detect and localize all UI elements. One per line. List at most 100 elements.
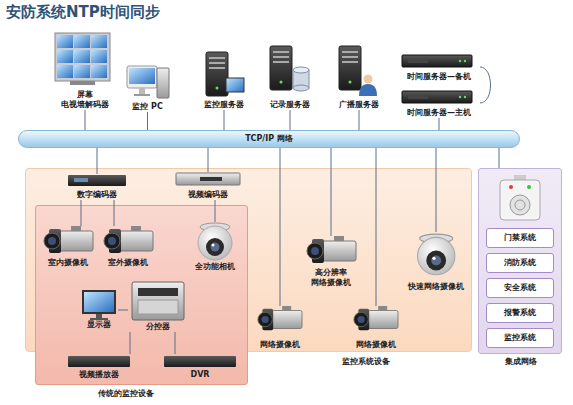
db-body bbox=[293, 70, 309, 88]
wall-screen bbox=[57, 35, 73, 48]
node-label: 网络摄像机 bbox=[330, 340, 422, 350]
wall-screen bbox=[74, 65, 90, 78]
label-group: 安全系统 bbox=[487, 279, 553, 297]
label-group: 监控 PC bbox=[103, 102, 192, 112]
db-top bbox=[293, 67, 309, 73]
label-group: 视频播放器 bbox=[44, 370, 154, 380]
network-link bbox=[359, 110, 360, 130]
label-group: TCP/IP 网络 bbox=[19, 131, 519, 147]
wall-screen bbox=[74, 50, 90, 63]
device-node: 屏幕电视墙解码器 bbox=[50, 33, 120, 110]
time-server-icon bbox=[402, 91, 472, 103]
label-group: 网络摄像机 bbox=[234, 340, 326, 350]
device-node: DVR bbox=[162, 354, 238, 380]
pc-monitor bbox=[127, 66, 157, 88]
pc-foot bbox=[134, 94, 150, 96]
server-monitor bbox=[226, 78, 244, 92]
network-link bbox=[499, 148, 500, 168]
node-label: 安全系统 bbox=[504, 283, 536, 293]
node-label: 分控器 bbox=[106, 322, 210, 332]
wall-screen bbox=[91, 65, 107, 78]
system-box: 监控系统 bbox=[486, 328, 554, 348]
video-wall bbox=[55, 33, 110, 85]
wall-screen bbox=[91, 50, 107, 63]
region-box: 集成网络门禁系统消防系统安全系统报警系统监控系统 bbox=[478, 168, 562, 354]
device-node: 监控 PC bbox=[125, 65, 170, 112]
system-box: 门禁系统 bbox=[486, 228, 554, 248]
pc-stand bbox=[139, 88, 145, 94]
device-node: 高分辨率 网络摄像机 bbox=[303, 236, 359, 288]
device-node: 视频播放器 bbox=[66, 354, 132, 380]
device-node: 视频编码器 bbox=[174, 172, 242, 200]
node-label: 监控系统 bbox=[504, 333, 536, 343]
node-label: 视频编码器 bbox=[152, 190, 264, 200]
label-group: 网络摄像机 bbox=[330, 340, 422, 350]
label-group: 室内摄像机 bbox=[18, 258, 118, 268]
node-label: 室内摄像机 bbox=[18, 258, 118, 268]
node-label: 记录服务器 bbox=[244, 100, 336, 110]
database-icon bbox=[293, 67, 309, 91]
label-group: 视频编码器 bbox=[152, 190, 264, 200]
person-icon bbox=[359, 75, 377, 97]
node-label: 监控服务器 bbox=[178, 100, 270, 110]
label-group: 广播服务器 bbox=[313, 100, 405, 110]
label-group: 显示器 bbox=[58, 320, 140, 330]
diagram-title: 安防系统NTP时间同步 bbox=[6, 3, 160, 22]
pc-tower bbox=[157, 68, 169, 98]
device-node: 室外摄像机 bbox=[100, 226, 156, 268]
wall-screen bbox=[74, 35, 90, 48]
person-head bbox=[364, 75, 373, 84]
device-node: 全功能相机 bbox=[190, 222, 240, 272]
device-node: 数字编码器 bbox=[66, 174, 128, 200]
node-label: 门禁系统 bbox=[504, 233, 536, 243]
system-box: 安全系统 bbox=[486, 278, 554, 298]
wall-screen bbox=[57, 50, 73, 63]
node-label: 网络摄像机 bbox=[234, 340, 326, 350]
node-label: 监控系统设备 bbox=[316, 357, 416, 367]
label-group: 时间服务器—主机 bbox=[376, 108, 502, 118]
node-label: 时间服务器—主机 bbox=[376, 108, 502, 118]
wall-screen bbox=[91, 35, 107, 48]
device-node: 分控器 bbox=[128, 280, 188, 332]
network-link bbox=[480, 67, 491, 103]
time-server-icon bbox=[402, 55, 472, 67]
device-node: 快速网络摄像机 bbox=[405, 232, 467, 292]
wall-base bbox=[70, 81, 95, 85]
network-link bbox=[147, 112, 148, 130]
node-label: 数字编码器 bbox=[44, 190, 150, 200]
node-label: 屏幕 bbox=[28, 90, 142, 100]
label-group: 高分辨率 网络摄像机 bbox=[303, 268, 359, 288]
server-icon bbox=[339, 46, 361, 90]
label-group: 消防系统 bbox=[487, 254, 553, 272]
device-node: 时间服务器—主机 bbox=[398, 88, 480, 118]
server-icon bbox=[206, 52, 228, 96]
system-box: 报警系统 bbox=[486, 303, 554, 323]
label-group: 传统的监控设备 bbox=[61, 389, 191, 399]
node-label: 显示器 bbox=[58, 320, 140, 330]
region-box: 传统的监控设备室内摄像机室外摄像机全功能相机显示器分控器视频播放器DVR bbox=[35, 205, 248, 385]
label-group: 全功能相机 bbox=[168, 262, 262, 272]
node-label: 室外摄像机 bbox=[78, 258, 178, 268]
label-group: 快速网络摄像机 bbox=[383, 282, 489, 292]
label-group: 报警系统 bbox=[487, 304, 553, 322]
node-label: 电视墙解码器 bbox=[28, 100, 142, 110]
region-box: 监控系统设备数字编码器视频编码器传统的监控设备室内摄像机室外摄像机全功能相机显示… bbox=[25, 168, 472, 352]
node-label: 时间服务器—备机 bbox=[376, 72, 502, 82]
node-label: 广播服务器 bbox=[313, 100, 405, 110]
network-link bbox=[439, 118, 440, 130]
wall-screen bbox=[57, 65, 73, 78]
node-label: 视频播放器 bbox=[44, 370, 154, 380]
device-node: 网络摄像机 bbox=[352, 306, 400, 350]
network-link bbox=[85, 110, 86, 130]
label-group: 监控系统 bbox=[487, 329, 553, 347]
node-label: TCP/IP 网络 bbox=[245, 134, 293, 144]
db-bottom bbox=[293, 85, 309, 91]
node-label: 快速网络摄像机 bbox=[383, 282, 489, 292]
node-label: 全功能相机 bbox=[168, 262, 262, 272]
label-group: 监控系统设备 bbox=[316, 357, 416, 367]
label-group: 监控服务器 bbox=[178, 100, 270, 110]
node-label: 集成网络 bbox=[479, 357, 563, 367]
person-body bbox=[359, 84, 377, 96]
device-node: 时间服务器—备机 bbox=[398, 52, 480, 82]
